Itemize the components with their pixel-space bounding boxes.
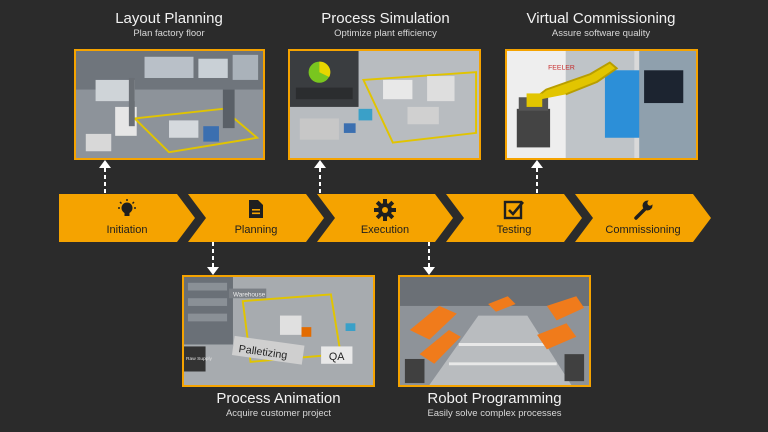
virtual-commissioning-screenshot: FEELER — [505, 49, 698, 160]
step-label: Initiation — [106, 224, 148, 236]
card-virtual-commissioning: Virtual Commissioning Assure software qu… — [505, 10, 697, 40]
checkbox-icon — [446, 199, 582, 220]
step-label: Testing — [496, 224, 532, 236]
card-process-simulation: Process Simulation Optimize plant effici… — [288, 10, 483, 40]
step-label: Planning — [234, 224, 278, 236]
card-title: Layout Planning — [115, 10, 223, 27]
card-title: Process Simulation — [321, 10, 450, 27]
connector-initiation — [98, 160, 112, 194]
card-process-animation: Process Animation Acquire customer proje… — [182, 390, 375, 420]
layout-planning-screenshot — [74, 49, 265, 160]
card-title: Robot Programming — [427, 390, 562, 407]
brand-text: FEELER — [548, 64, 575, 71]
process-animation-screenshot: Warehouse Raw Supply Palletizing QA — [182, 275, 375, 387]
step-label: Commissioning — [605, 224, 681, 236]
robot-programming-screenshot — [398, 275, 591, 387]
card-subtitle: Assure software quality — [551, 28, 651, 39]
card-subtitle: Optimize plant efficiency — [334, 28, 437, 39]
step-testing: Testing — [446, 194, 582, 242]
step-execution: Execution — [317, 194, 453, 242]
gear-icon — [317, 199, 453, 221]
card-title: Process Animation — [216, 390, 341, 407]
step-label: Execution — [360, 224, 410, 236]
card-subtitle: Plan factory floor — [133, 28, 205, 39]
qa-label: QA — [329, 351, 345, 363]
connector-testing — [530, 160, 544, 194]
card-subtitle: Acquire customer project — [225, 408, 332, 419]
process-simulation-screenshot — [288, 49, 481, 160]
connector-execution-top — [313, 160, 327, 194]
connector-execution-bottom — [422, 242, 436, 275]
wrench-icon — [575, 199, 711, 220]
step-commissioning: Commissioning — [575, 194, 711, 242]
lightbulb-icon — [59, 199, 195, 219]
document-icon — [188, 199, 324, 219]
step-initiation: Initiation — [59, 194, 195, 242]
raw-supply-label: Raw Supply — [186, 356, 213, 362]
connector-planning — [206, 242, 220, 275]
card-subtitle: Easily solve complex processes — [427, 408, 562, 419]
step-planning: Planning — [188, 194, 324, 242]
card-robot-programming: Robot Programming Easily solve complex p… — [398, 390, 591, 420]
card-title: Virtual Commissioning — [526, 10, 676, 27]
card-layout-planning: Layout Planning Plan factory floor — [74, 10, 264, 40]
warehouse-label: Warehouse — [233, 291, 266, 298]
